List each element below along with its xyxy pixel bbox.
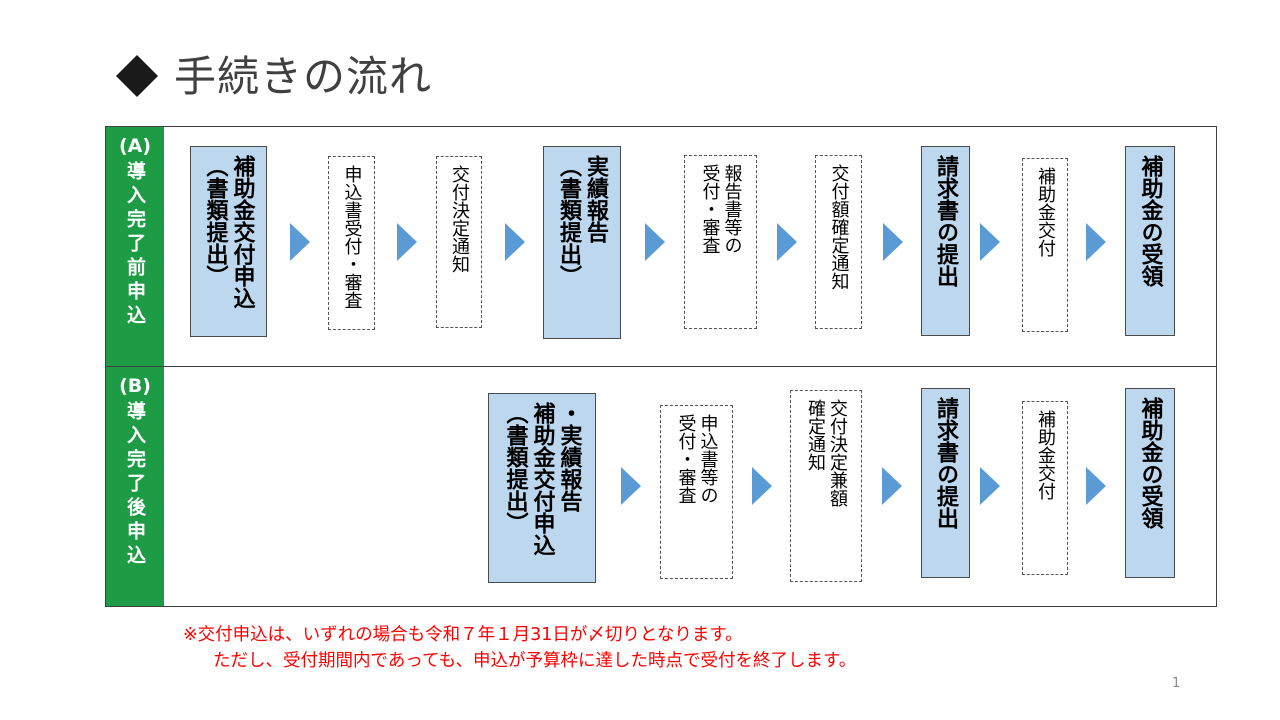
flow-arrow-icon [883, 223, 903, 261]
row-title-b: 導入完了後申込 [124, 401, 146, 569]
step-a-report-review: 報告書等の 受付・審査 [684, 155, 757, 329]
flow-arrow-icon [980, 467, 1000, 505]
step-a-receipt-review: 申込書受付・審査 [328, 156, 375, 330]
step-b-invoice-submission: 請求書の提出 [921, 388, 970, 578]
page-title: 手続きの流れ [174, 52, 433, 101]
step-a-application: 補助金交付申込 （書類提出） [190, 146, 267, 337]
step-label: 交付決定通知 [449, 165, 470, 273]
deadline-note: ※交付申込は、いずれの場合も令和７年１月31日が〆切りとなります。 [183, 625, 743, 645]
step-b-subsidy-payment: 補助金交付 [1022, 401, 1068, 575]
step-a-invoice-submission: 請求書の提出 [921, 146, 970, 336]
budget-note: ただし、受付期間内であっても、申込が予算枠に達した時点で受付を終了します。 [213, 651, 857, 671]
page-number: 1 [1172, 676, 1181, 691]
flow-arrow-icon [505, 223, 525, 261]
step-label: 申込書受付・審査 [341, 165, 363, 309]
flow-row-b: (B) 導入完了後申込 [105, 366, 1217, 607]
step-label: 補助金交付 [1035, 167, 1056, 257]
flow-arrow-icon [621, 467, 641, 505]
flow-arrow-icon [777, 223, 797, 261]
step-label: 交付決定兼額 確定通知 [805, 399, 848, 507]
step-label: 補助金交付 [1035, 410, 1056, 500]
step-b-application-report: ・実績報告 補助金交付申込 （書類提出） [488, 393, 596, 583]
flow-arrow-icon [290, 223, 310, 261]
step-label: 報告書等の 受付・審査 [699, 164, 743, 254]
flow-arrow-icon [1086, 467, 1106, 505]
step-label: 申込書等の 受付・審査 [675, 414, 719, 504]
row-label-b: (B) 導入完了後申込 [106, 367, 164, 606]
flow-arrow-icon [397, 223, 417, 261]
step-a-decision-notice: 交付決定通知 [436, 156, 482, 328]
step-b-decision-confirmation: 交付決定兼額 確定通知 [790, 390, 862, 582]
step-label: 実績報告 （書類提出） [556, 155, 608, 287]
step-a-performance-report: 実績報告 （書類提出） [543, 146, 621, 339]
step-label: 補助金の受領 [1137, 397, 1163, 529]
flow-arrow-icon [882, 467, 902, 505]
row-code-a: (A) [118, 135, 152, 157]
step-label: 交付額確定通知 [828, 164, 850, 290]
step-label: 補助金の受領 [1137, 155, 1163, 287]
row-title-a: 導入完了前申込 [124, 161, 146, 329]
diamond-bullet-icon [116, 55, 158, 97]
row-code-b: (B) [119, 375, 151, 397]
flow-arrow-icon [645, 223, 665, 261]
step-label: 請求書の提出 [933, 397, 958, 529]
step-a-subsidy-receipt: 補助金の受領 [1125, 146, 1175, 336]
flow-arrow-icon [1086, 223, 1106, 261]
step-b-receipt-review: 申込書等の 受付・審査 [660, 405, 733, 579]
step-label: 請求書の提出 [933, 155, 958, 287]
row-label-a: (A) 導入完了前申込 [106, 127, 164, 366]
step-a-amount-confirmation: 交付額確定通知 [815, 155, 862, 329]
step-label: ・実績報告 補助金交付申込 （書類提出） [502, 402, 582, 556]
flow-arrow-icon [980, 223, 1000, 261]
step-b-subsidy-receipt: 補助金の受領 [1125, 388, 1175, 578]
step-label: 補助金交付申込 （書類提出） [202, 155, 255, 309]
step-a-subsidy-payment: 補助金交付 [1022, 158, 1068, 332]
flow-arrow-icon [752, 467, 772, 505]
